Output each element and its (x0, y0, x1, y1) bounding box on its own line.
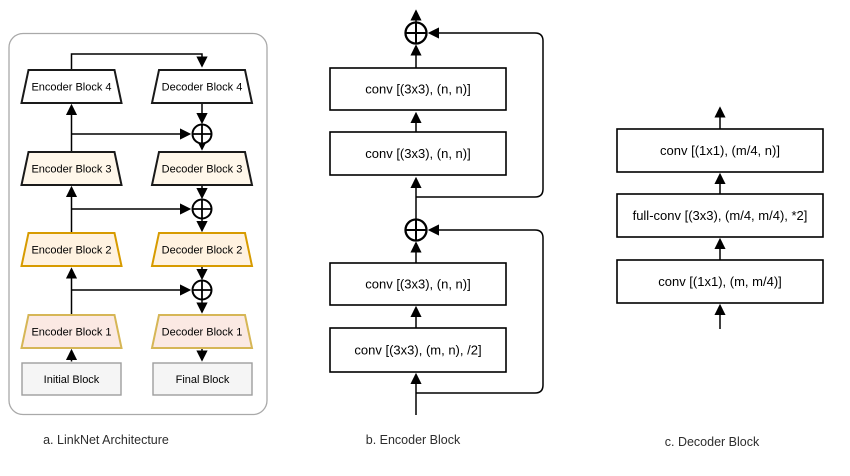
encoder-block-2 (20, 232, 123, 267)
add-operator-icon (191, 279, 213, 301)
encoder-block-3-label: Encoder Block 3 (31, 164, 111, 176)
residual-skip-bottom (416, 224, 544, 394)
panel-c-caption: c. Decoder Block (665, 435, 760, 449)
encoder-block-3 (20, 151, 123, 186)
encoder-block-2-label: Encoder Block 2 (31, 245, 111, 257)
decoder-conv-bottom-label: conv [(1x1), (m, m/4)] (658, 274, 782, 289)
encoder-block-1-label: Encoder Block 1 (31, 327, 111, 339)
decoder-block-2-label: Decoder Block 2 (162, 245, 243, 257)
decoder-conv-top-box (616, 128, 824, 173)
decoder-block-2 (150, 232, 254, 267)
add-operator-icon (191, 123, 213, 145)
initial-block (21, 362, 122, 396)
decoder-conv-bottom-box (616, 259, 824, 304)
add-operator-icon (404, 218, 428, 242)
decoder-block-4-label: Decoder Block 4 (162, 82, 243, 94)
conv-box-4-label: conv [(3x3), (m, n), /2] (354, 343, 481, 358)
residual-skip-top (416, 27, 544, 198)
decoder-fullconv-label: full-conv [(3x3), (m/4, m/4), *2] (633, 208, 808, 223)
decoder-block-1 (150, 314, 254, 349)
decoder-block-3-label: Decoder Block 3 (162, 164, 243, 176)
conv-box-1 (329, 67, 507, 111)
conv-box-3-label: conv [(3x3), (n, n)] (365, 277, 470, 292)
decoder-fullconv-box (616, 193, 824, 238)
initial-block-label: Initial Block (44, 374, 100, 386)
conv-box-1-label: conv [(3x3), (n, n)] (365, 82, 470, 97)
final-block (152, 362, 253, 396)
panel-a-caption: a. LinkNet Architecture (43, 433, 169, 447)
decoder-conv-top-label: conv [(1x1), (m/4, n)] (660, 143, 780, 158)
conv-box-2-label: conv [(3x3), (n, n)] (365, 146, 470, 161)
conv-box-3 (329, 262, 507, 306)
decoder-block-3 (150, 151, 254, 186)
encoder-block-4-label: Encoder Block 4 (31, 82, 111, 94)
panel-a-linknet-architecture: Encoder Block 4 Encoder Block 3 Encoder … (8, 32, 268, 447)
encoder-block-1 (20, 314, 123, 349)
panel-c-decoder-block: conv [(1x1), (m/4, n)] full-conv [(3x3),… (616, 106, 824, 449)
conv-box-2 (329, 131, 507, 176)
decoder-block-1-label: Decoder Block 1 (162, 327, 243, 339)
final-block-label: Final Block (176, 374, 230, 386)
panel-b-encoder-block: conv [(3x3), (n, n)] conv [(3x3), (n, n)… (329, 9, 544, 447)
encoder-block-4 (20, 69, 123, 104)
panel-b-caption: b. Encoder Block (366, 433, 461, 447)
add-operator-icon (404, 21, 428, 45)
conv-box-4 (329, 327, 507, 373)
arrow-encoder4-to-decoder4 (70, 53, 208, 70)
add-operator-icon (191, 198, 213, 220)
decoder-block-4 (150, 69, 254, 104)
